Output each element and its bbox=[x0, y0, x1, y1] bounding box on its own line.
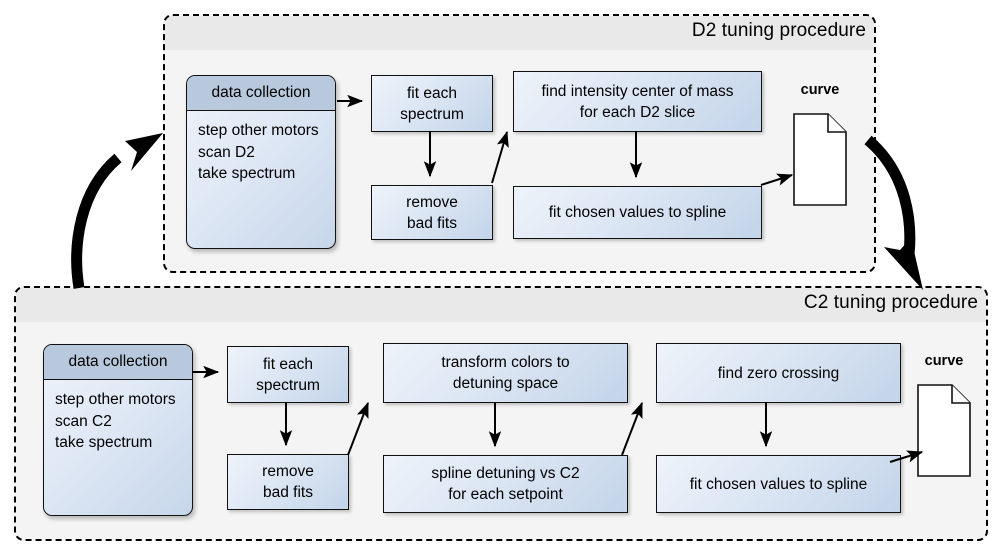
c2-node-find-zero-crossing[interactable]: find zero crossing bbox=[656, 343, 901, 403]
c2-node-remove-bad-fits[interactable]: remove bad fits bbox=[227, 454, 349, 510]
c2-node-spline-detuning-vs-c2[interactable]: spline detuning vs C2 for each setpoint bbox=[383, 455, 628, 513]
d2-curve-label: curve bbox=[800, 82, 840, 98]
c2-data-collection-steps: step other motors scan C2 take spectrum bbox=[55, 391, 176, 451]
d2-data-collection-steps: step other motors scan D2 take spectrum bbox=[198, 122, 319, 182]
arrow-c2-to-d2-loop-head bbox=[125, 133, 163, 171]
d2-document-icon bbox=[782, 107, 858, 212]
c2-data-collection-header: data collection bbox=[44, 345, 192, 380]
c2-curve-output[interactable]: curve bbox=[906, 353, 982, 483]
d2-data-collection-header: data collection bbox=[187, 76, 335, 111]
panel-d2-tuning-procedure: D2 tuning procedure data collection step… bbox=[163, 14, 876, 273]
arrow-c2-to-d2-loop bbox=[71, 153, 122, 289]
d2-node-fit-each-spectrum[interactable]: fit each spectrum bbox=[371, 75, 493, 132]
d2-node-remove-bad-fits[interactable]: remove bad fits bbox=[371, 185, 493, 240]
arrow-d2-to-c2-loop-head bbox=[884, 238, 923, 290]
panel-d2-header-band bbox=[165, 16, 874, 50]
c2-node-fit-chosen-values-to-spline[interactable]: fit chosen values to spline bbox=[656, 455, 901, 513]
c2-data-collection-box[interactable]: data collection step other motors scan C… bbox=[43, 344, 193, 516]
c2-document-icon bbox=[906, 378, 982, 483]
d2-data-collection-box[interactable]: data collection step other motors scan D… bbox=[186, 75, 336, 249]
panel-c2-title: C2 tuning procedure bbox=[803, 292, 978, 313]
d2-node-fit-chosen-values-to-spline[interactable]: fit chosen values to spline bbox=[513, 186, 762, 239]
c2-node-fit-each-spectrum[interactable]: fit each spectrum bbox=[227, 346, 349, 403]
panel-d2-title: D2 tuning procedure bbox=[691, 20, 866, 41]
panel-c2-header-band bbox=[16, 288, 986, 322]
d2-node-find-intensity-center-of-mass[interactable]: find intensity center of mass for each D… bbox=[513, 71, 762, 132]
c2-curve-label: curve bbox=[924, 353, 964, 369]
d2-curve-output[interactable]: curve bbox=[782, 82, 858, 212]
c2-node-transform-colors-to-detuning-space[interactable]: transform colors to detuning space bbox=[383, 343, 628, 403]
panel-c2-tuning-procedure: C2 tuning procedure data collection step… bbox=[14, 286, 988, 541]
